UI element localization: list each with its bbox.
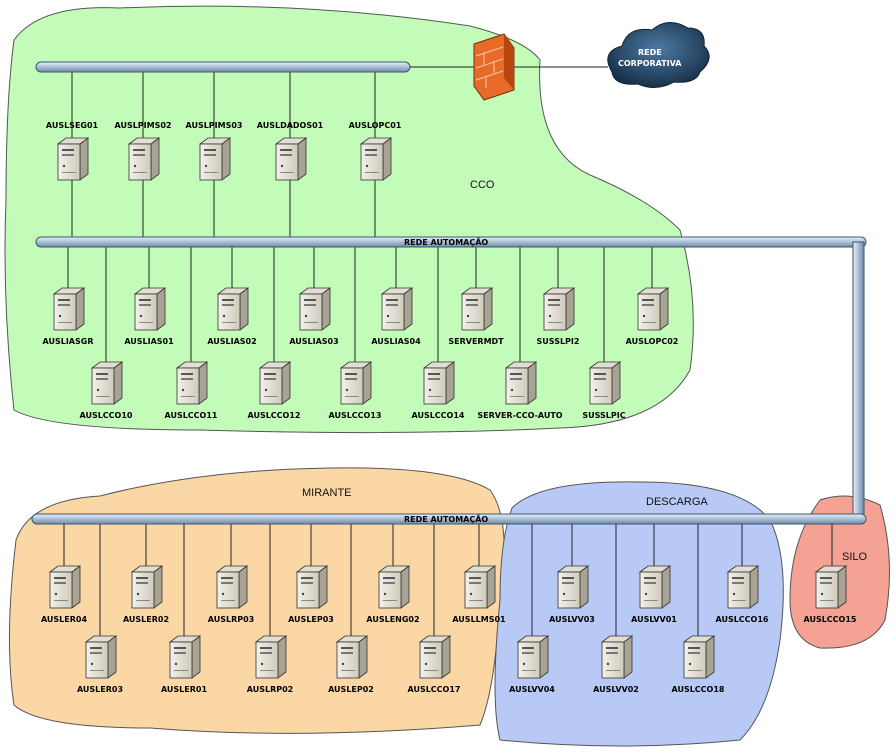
- servers: AUSLSEG01 AUSLPIMS02 AUSLPIMS03 AUSLDADOS01…: [41, 121, 857, 694]
- descarga-zone: [494, 481, 784, 747]
- server-label: AUSLEP03: [288, 615, 334, 624]
- server-label: AUSLVV01: [631, 615, 677, 624]
- server-label: AUSLRP03: [208, 615, 254, 624]
- server-label: AUSLER02: [123, 615, 169, 624]
- server-icon: [274, 137, 308, 181]
- server-label: AUSLRP02: [247, 685, 293, 694]
- server-label: AUSLVV02: [593, 685, 639, 694]
- cco-automation-bus: [35, 236, 867, 248]
- server-icon: [215, 565, 249, 609]
- firewall-icon: [473, 33, 515, 101]
- cco-automation-bus-label: REDE AUTOMAÇÃO: [404, 237, 488, 247]
- cloud-icon: [607, 22, 710, 88]
- server-icon: [463, 565, 497, 609]
- server-label: AUSLIAS02: [207, 337, 256, 346]
- server-icon: [198, 137, 232, 181]
- server-icon: [335, 635, 369, 679]
- server-icon: [90, 361, 124, 405]
- cloud-label-line1: REDE: [638, 48, 662, 57]
- server-label: AUSLIAS01: [124, 337, 174, 346]
- server-icon: [52, 287, 86, 331]
- lower-automation-bus-label: REDE AUTOMAÇÃO: [404, 514, 488, 524]
- server-label: AUSLOPC01: [349, 121, 402, 130]
- server-label: AUSLLMS01: [452, 615, 506, 624]
- server-label: AUSLVV04: [509, 685, 555, 694]
- automation-riser: [852, 241, 865, 521]
- server-icon: [339, 361, 373, 405]
- server-icon: [216, 287, 250, 331]
- server-label: AUSLCCO18: [672, 685, 725, 694]
- server-icon: [542, 287, 576, 331]
- zone-label-silo: SILO: [842, 551, 868, 563]
- server-icon: [48, 565, 82, 609]
- server-label: AUSLCCO14: [412, 411, 465, 420]
- server-icon: [254, 635, 288, 679]
- server-icon: [258, 361, 292, 405]
- server-label: SERVER-CCO-AUTO: [477, 411, 562, 420]
- server-label: AUSLER03: [77, 685, 123, 694]
- server-icon: [168, 635, 202, 679]
- server-icon: [380, 287, 414, 331]
- server-label: AUSLVV03: [549, 615, 595, 624]
- server-label: AUSLCCO17: [408, 685, 461, 694]
- backbone-bus: [35, 61, 411, 73]
- server-icon: [814, 565, 848, 609]
- cloud-label-line2: CORPORATIVA: [618, 59, 682, 68]
- server-icon: [133, 287, 167, 331]
- server-label: AUSLER04: [41, 615, 87, 624]
- server-icon: [84, 635, 118, 679]
- server-label: AUSLCCO11: [165, 411, 218, 420]
- server-label: AUSLCCO12: [248, 411, 301, 420]
- connection-lines: [63, 72, 833, 636]
- server-icon: [418, 635, 452, 679]
- server-icon: [504, 361, 538, 405]
- server-label: AUSLCCO10: [80, 411, 133, 420]
- server-icon: [638, 565, 672, 609]
- server-label: AUSLCCO16: [716, 615, 769, 624]
- server-label: AUSLPIMS02: [115, 121, 172, 130]
- server-label: SUSSLPIC: [582, 411, 625, 420]
- server-icon: [56, 137, 90, 181]
- server-icon: [726, 565, 760, 609]
- server-icon: [682, 635, 716, 679]
- server-icon: [588, 361, 622, 405]
- server-icon: [422, 361, 456, 405]
- server-icon: [636, 287, 670, 331]
- server-label: AUSLER01: [161, 685, 207, 694]
- server-icon: [377, 565, 411, 609]
- server-icon: [298, 287, 332, 331]
- server-icon: [175, 361, 209, 405]
- server-label: AUSLENG02: [366, 615, 419, 624]
- server-icon: [359, 137, 393, 181]
- server-label: SUSSLPI2: [537, 337, 580, 346]
- server-icon: [127, 137, 161, 181]
- server-icon: [130, 565, 164, 609]
- server-label: AUSLEP02: [328, 685, 374, 694]
- server-label: AUSLCCO15: [804, 615, 857, 624]
- server-label: AUSLIAS04: [371, 337, 421, 346]
- server-label: AUSLDADOS01: [257, 121, 324, 130]
- server-label: AUSLCCO13: [329, 411, 382, 420]
- zone-label-descarga: DESCARGA: [646, 496, 708, 508]
- server-label: AUSLIASGR: [43, 337, 94, 346]
- server-icon: [556, 565, 590, 609]
- lower-automation-bus: [31, 513, 867, 525]
- server-label: AUSLSEG01: [46, 121, 99, 130]
- server-icon: [460, 287, 494, 331]
- server-icon: [295, 565, 329, 609]
- server-label: AUSLIAS03: [289, 337, 338, 346]
- server-label: AUSLPIMS03: [186, 121, 243, 130]
- zone-label-cco: CCO: [470, 179, 495, 191]
- cco-zone: [4, 5, 694, 434]
- server-label: SERVERMDT: [448, 337, 504, 346]
- server-icon: [600, 635, 634, 679]
- server-label: AUSLOPC02: [626, 337, 679, 346]
- zone-label-mirante: MIRANTE: [302, 487, 352, 499]
- server-icon: [516, 635, 550, 679]
